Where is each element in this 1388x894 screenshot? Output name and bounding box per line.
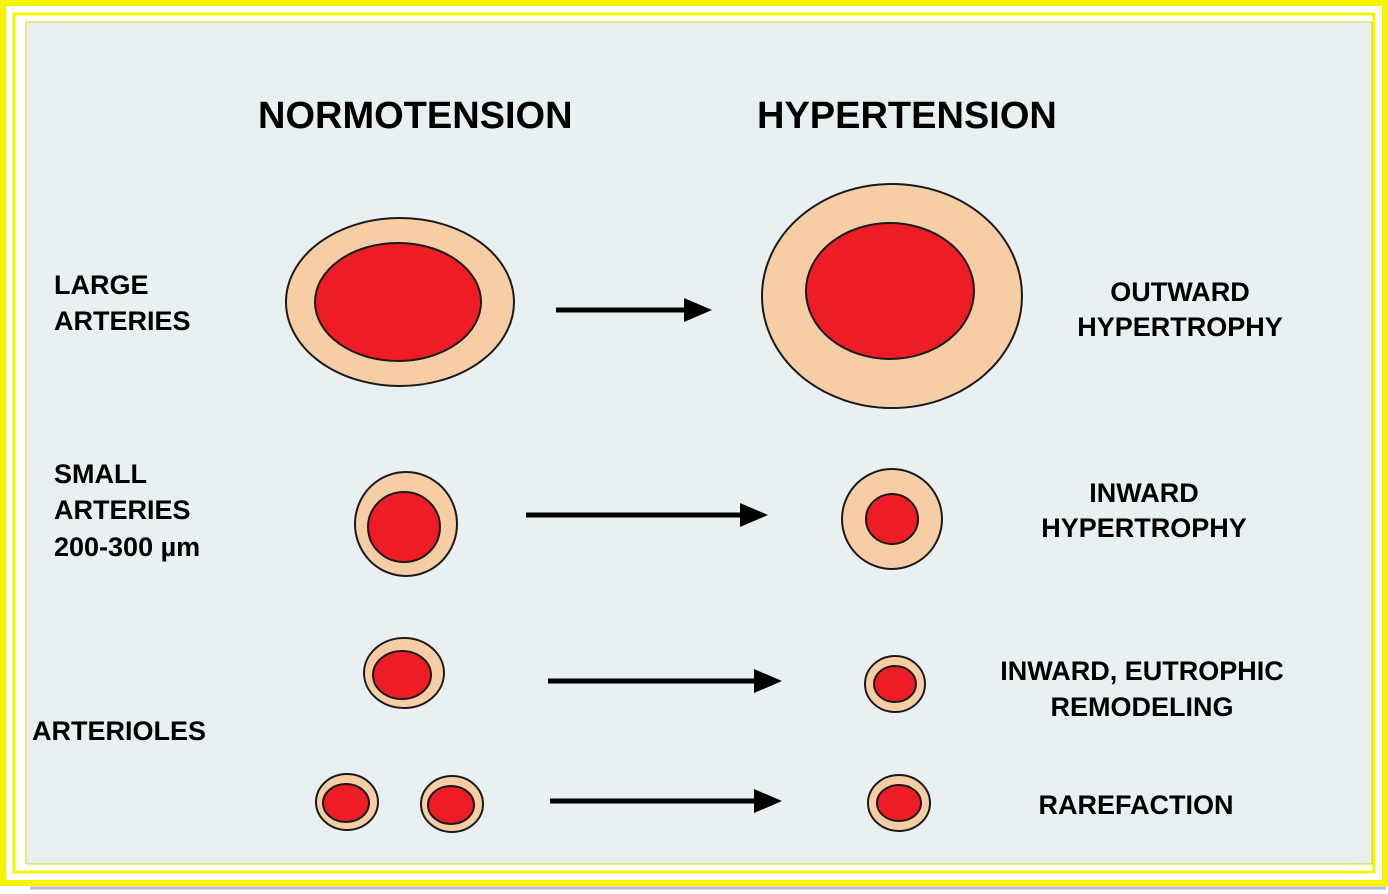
header-hypertension: HYPERTENSION <box>757 95 1057 137</box>
arteriole-normal-vessel <box>364 638 444 708</box>
arteriole-hypertensive-vessel <box>865 656 925 712</box>
large-artery-hypertensive-vessel <box>762 184 1022 408</box>
diagram-background <box>26 22 1372 864</box>
arteriole-normal-vessel-b <box>421 776 483 832</box>
outcome-arterioles-remodeling-line2: REMODELING <box>1050 692 1233 722</box>
vessel-lumen <box>428 786 474 824</box>
outcome-rarefaction: RAREFACTION <box>1039 790 1234 820</box>
small-artery-hypertensive-vessel <box>842 469 942 569</box>
arteriole-rarefied-vessel <box>868 775 930 831</box>
row-label-arterioles: ARTERIOLES <box>32 716 206 746</box>
vessel-lumen <box>877 785 921 821</box>
row-label-small-arteries-line2: ARTERIES <box>54 495 191 525</box>
row-label-small-arteries-line1: SMALL <box>54 459 147 489</box>
outcome-large-arteries-line1: OUTWARD <box>1110 277 1249 307</box>
row-label-large-arteries-line2: ARTERIES <box>54 306 191 336</box>
arteriole-normal-vessel-a <box>316 774 378 830</box>
row-label-large-arteries-line1: LARGE <box>54 270 149 300</box>
vessel-lumen <box>368 492 440 562</box>
vessel-lumen <box>806 223 974 359</box>
vessel-lumen <box>866 494 918 544</box>
row-label-small-arteries-line3: 200-300 µm <box>54 532 200 562</box>
vessel-lumen <box>874 666 916 702</box>
vessel-lumen <box>315 243 481 361</box>
large-artery-normal-vessel <box>286 218 514 386</box>
outcome-small-arteries-line2: HYPERTROPHY <box>1041 513 1247 543</box>
outcome-arterioles-remodeling-line1: INWARD, EUTROPHIC <box>1000 656 1284 686</box>
vessel-lumen <box>323 784 369 822</box>
small-artery-normal-vessel <box>355 472 457 576</box>
vessel-lumen <box>373 651 431 699</box>
outcome-small-arteries-line1: INWARD <box>1089 478 1199 508</box>
outcome-large-arteries-line2: HYPERTROPHY <box>1077 312 1283 342</box>
header-normotension: NORMOTENSION <box>258 95 573 137</box>
